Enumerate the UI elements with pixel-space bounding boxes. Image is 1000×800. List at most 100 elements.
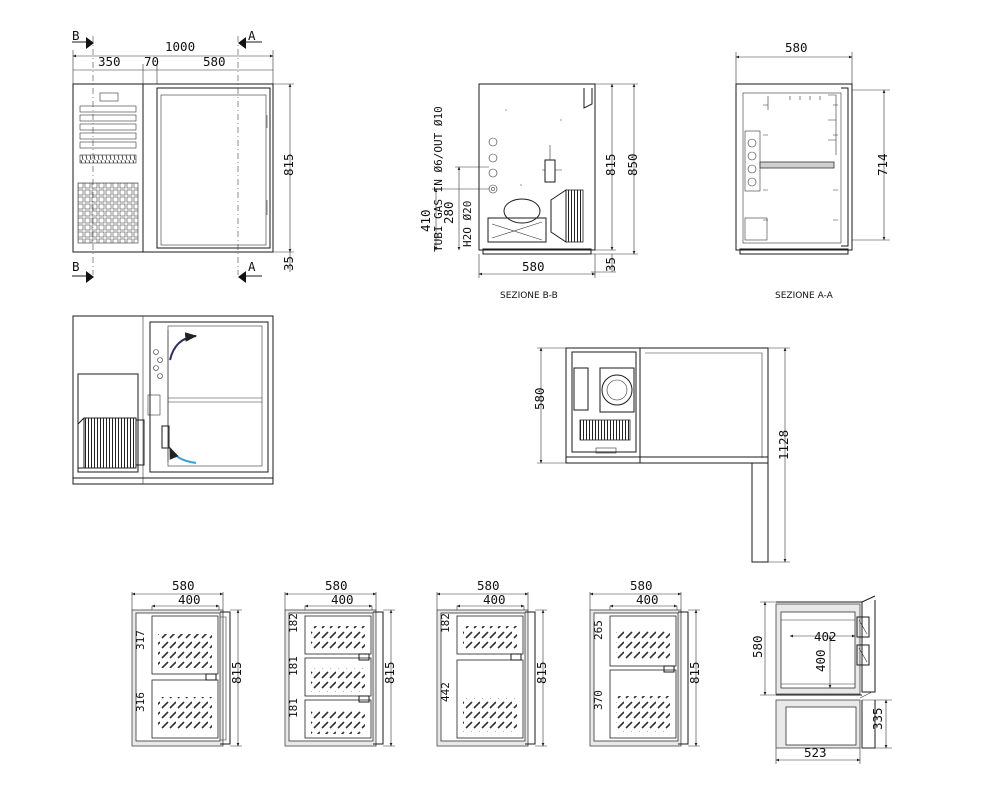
- drawer-variant-2: 580 400 182 181 181 815: [284, 578, 397, 747]
- airflow-in-arrow: [169, 446, 197, 464]
- plan-compressor: [601, 374, 633, 406]
- dim-seg-350: 350: [98, 54, 121, 69]
- plan-view: 580 1128: [532, 347, 791, 563]
- drawer-variant-3: 580 400 182 442 815: [436, 578, 549, 747]
- airflow-outline: [72, 315, 274, 485]
- dim-seg-580: 580: [203, 54, 226, 69]
- aa-shelf: [759, 161, 835, 169]
- drawer-variant-4: 580 400 265 370 815: [589, 578, 702, 747]
- bb-compressor-base: [487, 217, 547, 243]
- airflow-unit-housing: [77, 373, 139, 473]
- drawer1-width: 580: [172, 578, 195, 593]
- label-gas-pipes: TUBI GAS IN Ø6/OUT Ø10: [432, 106, 445, 252]
- dim-aa-714: 714: [875, 153, 890, 176]
- bb-base: [482, 248, 592, 255]
- drawer2-h3: 181: [287, 698, 300, 718]
- airflow-cabinet: [149, 321, 269, 473]
- drawer3-height: 815: [534, 661, 549, 684]
- drawer1-h2: 316: [134, 692, 147, 712]
- airflow-out-arrow: [169, 332, 198, 361]
- dim-base-35: 35: [281, 256, 296, 271]
- drawer-side-400: 400: [813, 649, 828, 672]
- bb-water-port: [488, 184, 498, 194]
- front-door-glass: [160, 94, 267, 246]
- bb-condenser: [565, 189, 584, 243]
- drawer3-width: 580: [477, 578, 500, 593]
- drawer3-h2: 442: [439, 682, 452, 702]
- bb-fan: [550, 189, 567, 243]
- front-elevation: B A 1000 350 70 580: [72, 28, 296, 283]
- bb-gas-port-1: [488, 137, 498, 147]
- drawer4-width: 580: [630, 578, 653, 593]
- drawer-variant-1: 580 400 317 316 815: [131, 578, 244, 747]
- bb-gas-port-2: [488, 153, 498, 163]
- aa-base: [739, 248, 849, 255]
- plan-condenser: [579, 419, 631, 441]
- aa-outline: [735, 83, 853, 251]
- dim-bb-850: 850: [625, 153, 640, 176]
- dim-height-815: 815: [281, 153, 296, 176]
- plan-compartment: [571, 351, 637, 453]
- airflow-condenser: [83, 417, 137, 469]
- aa-control-box: [744, 130, 761, 192]
- section-a-arrow-top: [238, 37, 246, 49]
- dim-seg-70: 70: [144, 54, 159, 69]
- drawer1-inner: 400: [178, 592, 201, 607]
- drawer2-height: 815: [382, 661, 397, 684]
- front-door: [156, 87, 271, 249]
- drawer2-h2: 181: [287, 656, 300, 676]
- drawer2-h1: 182: [287, 613, 300, 633]
- drawer3-h1: 182: [439, 613, 452, 633]
- bb-expansion-valve: [544, 159, 556, 183]
- plan-leg: [751, 348, 769, 563]
- plan-outline: [565, 347, 769, 464]
- drawer1-height: 815: [229, 661, 244, 684]
- front-compressor-panel: [72, 83, 144, 253]
- dim-410: 410: [418, 209, 433, 232]
- airflow-view: [72, 315, 274, 485]
- section-a-label-top: A: [248, 28, 256, 43]
- drawer3-inner: 400: [483, 592, 506, 607]
- drawer-section-side: 580 402 400 335 523: [750, 595, 892, 764]
- front-condenser-grid: [77, 182, 139, 244]
- drawer2-width: 580: [325, 578, 348, 593]
- dim-plan-580: 580: [532, 387, 547, 410]
- section-a-arrow-bottom: [238, 271, 246, 283]
- drawer-side-335: 335: [870, 707, 885, 730]
- dim-bb-815: 815: [603, 153, 618, 176]
- front-louvres: [79, 105, 137, 149]
- title-section-bb: SEZIONE B-B: [500, 291, 558, 301]
- drawer2-inner: 400: [331, 592, 354, 607]
- dim-aa-580: 580: [785, 40, 808, 55]
- drawer-side-basket: [780, 611, 856, 689]
- drawer-side-402: 402: [814, 629, 837, 644]
- dim-plan-1128: 1128: [776, 430, 791, 460]
- dim-bb-580: 580: [522, 259, 545, 274]
- label-water: H2O Ø20: [461, 201, 474, 247]
- bb-drip-tray: [583, 88, 593, 109]
- aa-inner: [742, 92, 842, 244]
- drawer-side-580: 580: [750, 635, 765, 658]
- title-section-aa: SEZIONE A-A: [775, 291, 834, 301]
- bb-gas-port-3: [488, 168, 498, 178]
- section-b-arrow-bottom: [86, 271, 94, 283]
- front-vent-strip: [79, 154, 137, 164]
- drawer-side-lower: [785, 706, 857, 746]
- drawer4-h1: 265: [592, 620, 605, 640]
- section-b-label-bottom: B: [72, 259, 80, 274]
- drawer1-h1: 317: [134, 630, 147, 650]
- section-aa: 580 714 SEZIONE A-A: [735, 40, 890, 301]
- section-a-label-bottom: A: [248, 259, 256, 274]
- dim-280: 280: [441, 201, 456, 224]
- dim-bb-35: 35: [603, 257, 618, 272]
- section-b-label-top: B: [72, 28, 80, 43]
- drawer4-height: 815: [687, 661, 702, 684]
- bb-compressor: [503, 198, 541, 224]
- drawer4-h2: 370: [592, 690, 605, 710]
- section-bb: 410 280 TUBI GAS IN Ø6/OUT Ø10 H2O Ø20 8…: [418, 83, 640, 301]
- thermostat-display: [99, 92, 119, 102]
- aa-door-edge: [841, 87, 849, 247]
- dim-overall-width: 1000: [165, 39, 195, 54]
- aa-bracket: [744, 217, 768, 241]
